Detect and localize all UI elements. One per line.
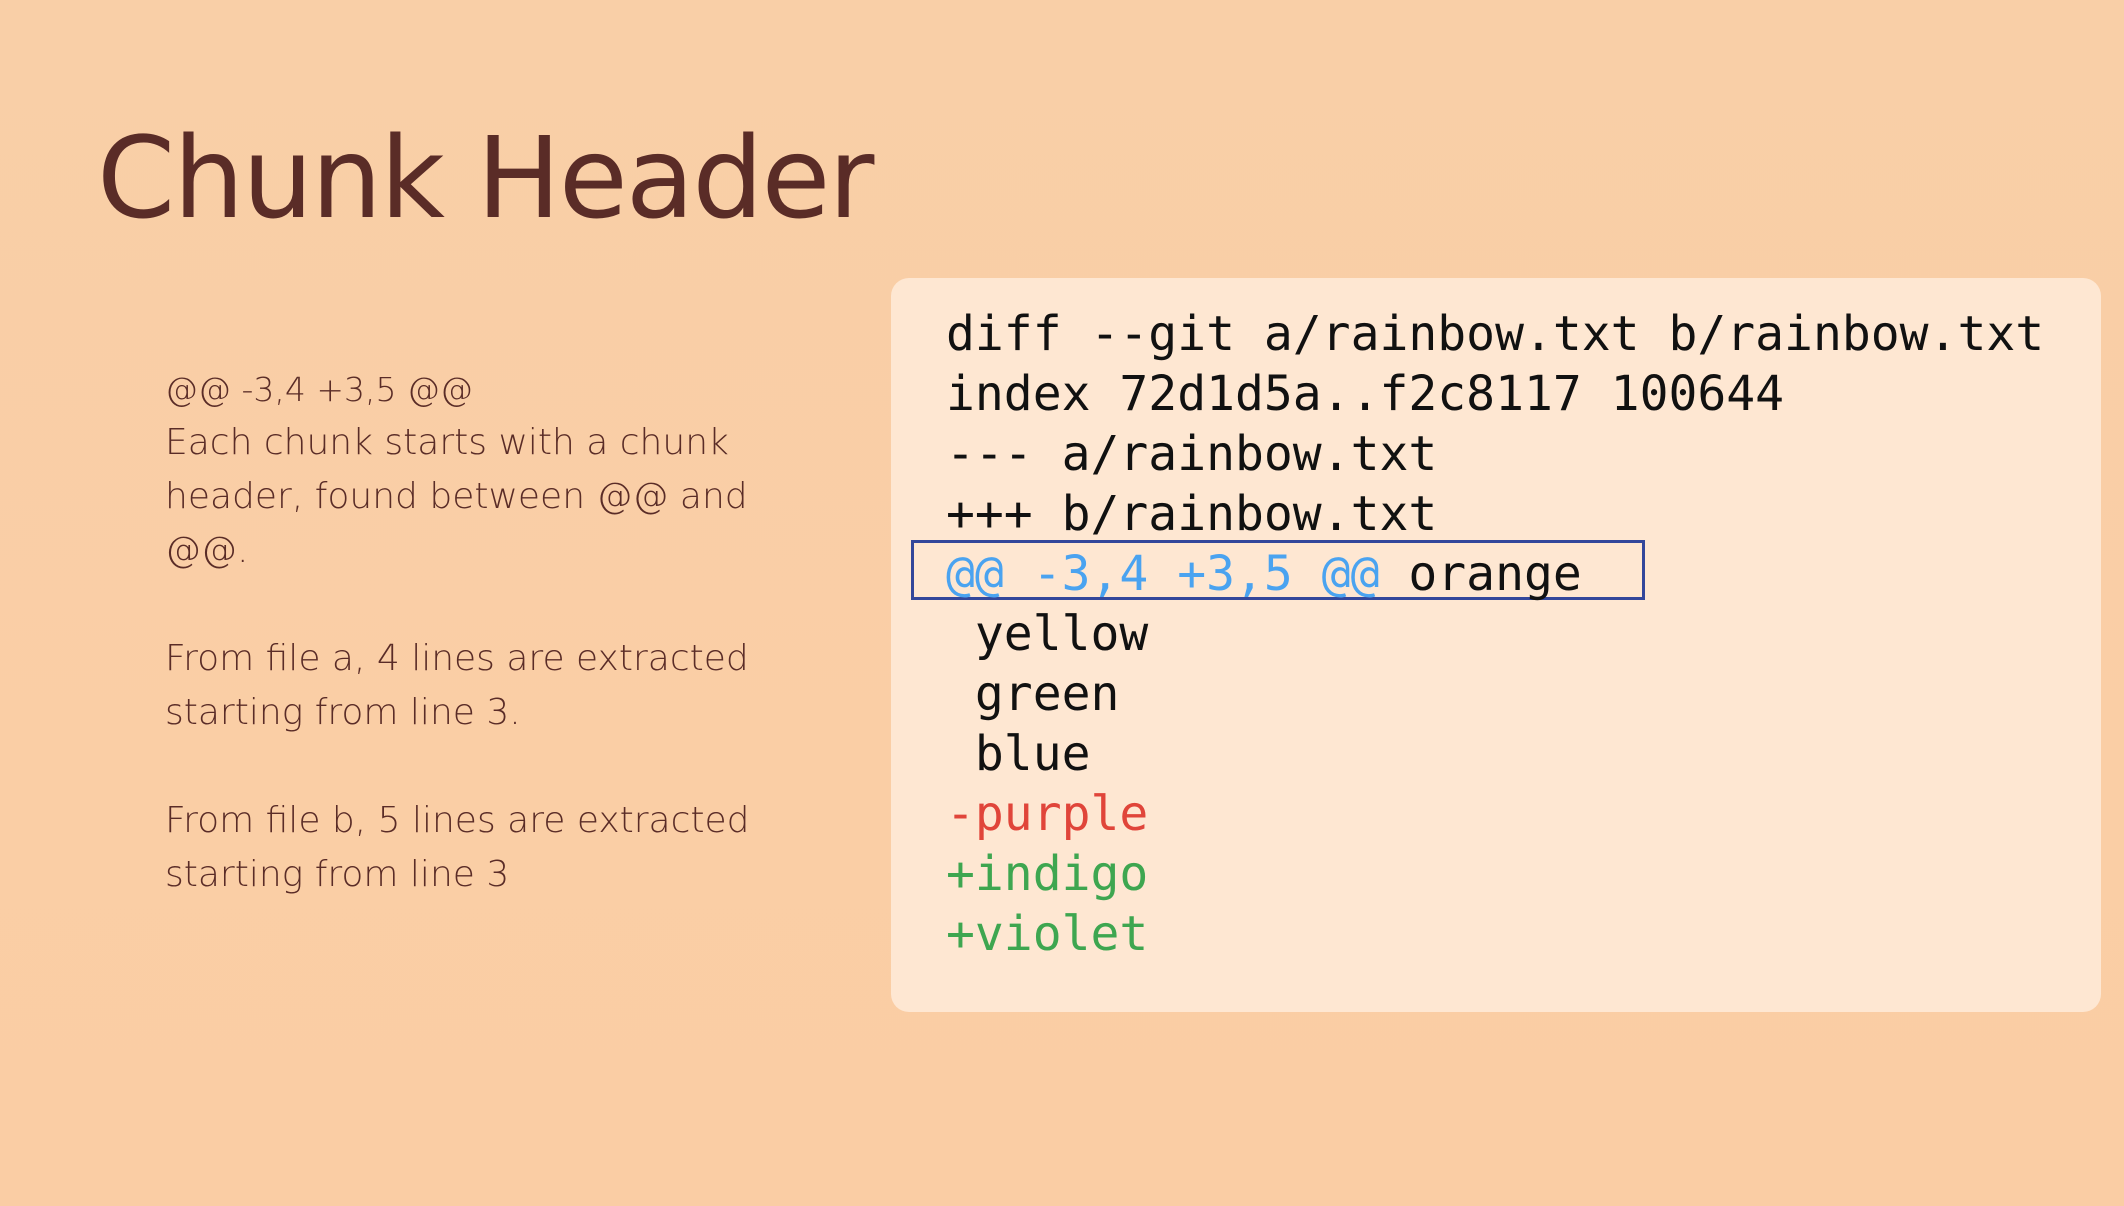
diff-added-line: +indigo <box>946 846 1149 902</box>
note-line: header, found between @@ and @@. <box>165 476 748 571</box>
spacer <box>165 740 805 794</box>
hunk-range: @@ -3,4 +3,5 @@ <box>946 546 1380 602</box>
note-line: starting from line 3. <box>165 692 521 733</box>
diff-context-line: blue <box>946 726 1091 782</box>
note-line: Each chunk starts with a chunk <box>165 422 729 463</box>
diff-new-file-line: +++ b/rainbow.txt <box>946 486 1438 542</box>
note-line: starting from line 3 <box>165 854 510 895</box>
diff-context-line: green <box>946 666 1120 722</box>
note-line: From file a, 4 lines are extracted <box>165 638 749 679</box>
slide-title: Chunk Header <box>97 114 874 244</box>
diff-header-line: diff --git a/rainbow.txt b/rainbow.txt <box>946 306 2045 362</box>
note-line: From file b, 5 lines are extracted <box>165 800 750 841</box>
spacer <box>165 578 805 632</box>
diff-old-file-line: --- a/rainbow.txt <box>946 426 1438 482</box>
diff-hunk-header-line: @@ -3,4 +3,5 @@ orange <box>946 544 2044 604</box>
chunk-header-code: @@ -3,4 +3,5 @@ <box>165 370 473 409</box>
explanation-notes: @@ -3,4 +3,5 @@ Each chunk starts with a… <box>165 368 805 902</box>
diff-removed-line: -purple <box>946 786 1149 842</box>
hunk-context: orange <box>1379 546 1582 602</box>
hunk-highlight-box <box>911 540 1645 600</box>
diff-context-line: yellow <box>946 606 1149 662</box>
diff-index-line: index 72d1d5a..f2c8117 100644 <box>946 366 1785 422</box>
diff-added-line: +violet <box>946 906 1149 962</box>
